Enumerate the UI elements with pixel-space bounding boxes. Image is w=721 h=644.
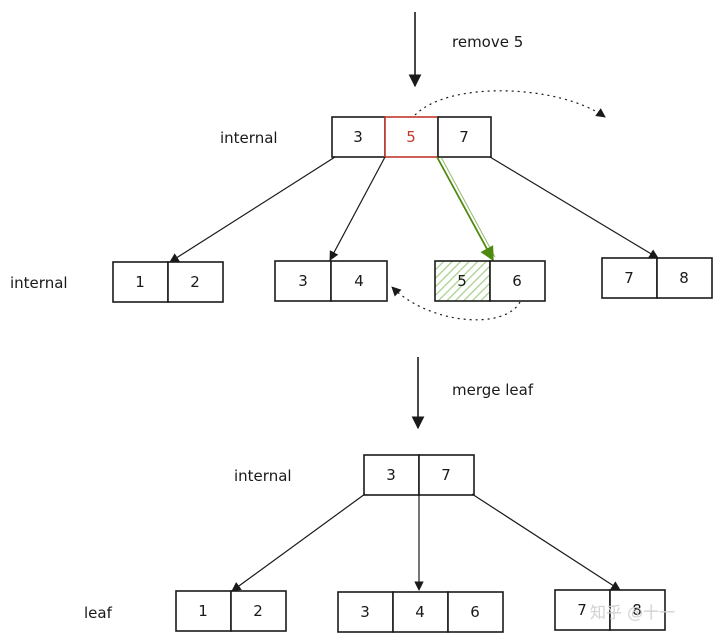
bottom-leaf-2-key-1: 3 bbox=[360, 603, 370, 621]
step2-label: merge leaf bbox=[452, 381, 534, 399]
top-edge-2 bbox=[329, 156, 386, 261]
top-child-2-key-2: 4 bbox=[354, 272, 364, 290]
top-root-key-2-removed: 5 bbox=[406, 128, 416, 146]
step1-label: remove 5 bbox=[452, 33, 523, 51]
bottom-edge-3 bbox=[471, 493, 621, 591]
top-root-key-3: 7 bbox=[459, 128, 469, 146]
top-child-1-key-1: 1 bbox=[135, 273, 145, 291]
removed-key-dotted-arrow bbox=[414, 90, 606, 118]
top-edge-1 bbox=[169, 156, 336, 263]
top-edge-4 bbox=[489, 156, 659, 259]
bottom-leaf-3-key-2: 8 bbox=[632, 601, 642, 619]
top-child-2-key-1: 3 bbox=[298, 272, 308, 290]
top-child-node-3: 5 6 bbox=[434, 260, 546, 302]
top-child-4-key-1: 7 bbox=[624, 269, 634, 287]
top-child-node-1: 1 2 bbox=[112, 261, 224, 303]
bottom-leaves-level-label: leaf bbox=[84, 604, 113, 622]
bottom-edge-1 bbox=[231, 493, 366, 592]
top-root-node: 3 5 7 bbox=[331, 116, 492, 158]
top-root-level-label: internal bbox=[220, 129, 278, 147]
bottom-root-key-2: 7 bbox=[441, 466, 451, 484]
bottom-leaf-2-key-3: 6 bbox=[470, 603, 480, 621]
bottom-leaf-node-3: 7 8 bbox=[554, 589, 666, 631]
top-child-1-key-2: 2 bbox=[190, 273, 200, 291]
bottom-leaf-1-key-1: 1 bbox=[198, 602, 208, 620]
top-root-key-box-2-removed bbox=[384, 116, 439, 158]
top-root-key-1: 3 bbox=[353, 128, 363, 146]
watermark: 知乎 @十一 bbox=[590, 603, 675, 622]
bottom-root-node: 3 7 bbox=[363, 454, 475, 496]
top-child-4-key-2: 8 bbox=[679, 269, 689, 287]
bottom-root-key-1: 3 bbox=[386, 466, 396, 484]
bottom-root-level-label: internal bbox=[234, 467, 292, 485]
top-edge-3-shadow bbox=[440, 156, 496, 258]
top-children-level-label: internal bbox=[10, 274, 68, 292]
bottom-leaf-3-key-1: 7 bbox=[577, 601, 587, 619]
bottom-leaf-1-key-2: 2 bbox=[253, 602, 263, 620]
top-child-node-2: 3 4 bbox=[274, 260, 388, 302]
merge-dotted-arrow bbox=[391, 286, 521, 321]
top-child-3-key-1: 5 bbox=[457, 272, 467, 290]
bottom-leaf-node-2: 3 4 6 bbox=[337, 591, 504, 633]
top-child-node-4: 7 8 bbox=[601, 257, 713, 299]
bottom-leaf-node-1: 1 2 bbox=[175, 590, 287, 632]
top-root-key-box-3 bbox=[437, 116, 492, 158]
top-edge-3-moved-pointer bbox=[436, 156, 494, 262]
bottom-leaf-2-key-2: 4 bbox=[415, 603, 425, 621]
top-child-3-key-2: 6 bbox=[512, 272, 522, 290]
